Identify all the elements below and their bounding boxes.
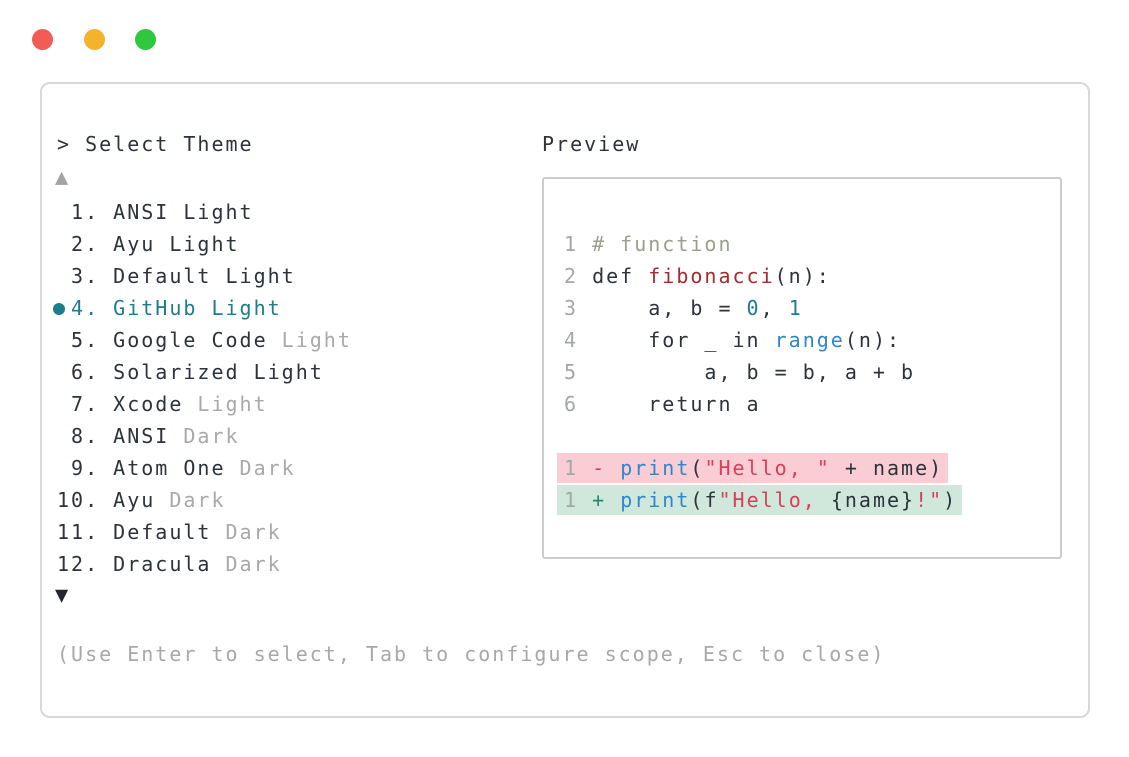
- item-number: 12.: [57, 552, 114, 576]
- scroll-down-icon[interactable]: ▼: [55, 583, 69, 608]
- zoom-button[interactable]: [135, 29, 157, 50]
- code-token: 0: [746, 296, 761, 320]
- item-number: 6.: [57, 360, 114, 384]
- code-token: a, b = b, a + b: [592, 360, 916, 384]
- item-suffix: Light: [183, 392, 268, 416]
- theme-item-ayu[interactable]: 10. Ayu Dark: [57, 484, 352, 516]
- code-token: print: [620, 488, 691, 512]
- theme-picker-panel: > Select Theme Preview ▲ 1. ANSI Light 2…: [40, 82, 1090, 718]
- code-token: # function: [592, 232, 733, 256]
- item-number: 5.: [57, 328, 114, 352]
- item-name: Default Light: [113, 264, 296, 288]
- item-suffix: Dark: [211, 520, 282, 544]
- theme-item-ansi-light[interactable]: 1. ANSI Light: [57, 196, 352, 228]
- close-button[interactable]: [32, 29, 53, 50]
- item-name: Xcode: [113, 392, 184, 416]
- line-number: 6: [564, 392, 593, 416]
- item-name: Ayu Light: [113, 232, 240, 256]
- theme-item-atom-one[interactable]: 9. Atom One Dark: [57, 452, 352, 484]
- item-number: 7.: [57, 392, 114, 416]
- code-line-2: 2 def fibonacci(n):: [564, 260, 1060, 292]
- code-token: (n):: [774, 264, 831, 288]
- item-name: Google Code: [113, 328, 268, 352]
- code-token: -: [592, 456, 621, 480]
- line-number: 5: [564, 360, 593, 384]
- code-token: ): [943, 488, 958, 512]
- select-theme-prompt: > Select Theme: [57, 132, 254, 156]
- item-suffix: Light: [267, 328, 352, 352]
- item-name: Default: [113, 520, 212, 544]
- code-token: + name): [830, 456, 944, 480]
- diff-line-added: 1 + print(f"Hello, {name}!"): [557, 484, 1060, 516]
- item-name: ANSI: [113, 424, 170, 448]
- code-token: def: [592, 264, 649, 288]
- code-line-6: 6 return a: [564, 388, 1060, 420]
- item-number: 10.: [57, 488, 114, 512]
- code-token: return a: [592, 392, 761, 416]
- item-number: 1.: [57, 200, 114, 224]
- theme-item-default[interactable]: 11. Default Dark: [57, 516, 352, 548]
- code-token: (: [690, 456, 705, 480]
- line-number: 1: [564, 456, 593, 480]
- code-token: a, b =: [592, 296, 747, 320]
- window-controls: [32, 29, 177, 54]
- theme-item-google-code[interactable]: 5. Google Code Light: [57, 324, 352, 356]
- preview-label: Preview: [542, 132, 641, 156]
- selected-item-bullet: [53, 303, 65, 315]
- theme-item-github-light[interactable]: 4. GitHub Light: [57, 292, 352, 324]
- theme-item-dracula[interactable]: 12. Dracula Dark: [57, 548, 352, 580]
- code-token: "Hello,: [718, 488, 831, 512]
- scroll-up-icon[interactable]: ▲: [55, 165, 69, 190]
- item-name: GitHub Light: [113, 296, 282, 320]
- code-token: ,: [760, 296, 789, 320]
- line-number: 2: [564, 264, 593, 288]
- line-number: 1: [564, 488, 593, 512]
- item-number: 2.: [57, 232, 114, 256]
- help-text: (Use Enter to select, Tab to configure s…: [57, 642, 886, 666]
- item-number: 9.: [57, 456, 114, 480]
- line-number: 3: [564, 296, 593, 320]
- item-suffix: Dark: [225, 456, 296, 480]
- code-token: 1: [788, 296, 803, 320]
- item-name: Ayu: [113, 488, 156, 512]
- code-token: range: [774, 328, 845, 352]
- code-token: fibonacci: [648, 264, 775, 288]
- item-number: 4.: [57, 296, 114, 320]
- code-token: (f: [690, 488, 719, 512]
- code-line-1: 1 # function: [564, 228, 1060, 260]
- code-line-3: 3 a, b = 0, 1: [564, 292, 1060, 324]
- theme-item-ayu-light[interactable]: 2. Ayu Light: [57, 228, 352, 260]
- code-line-blank: [564, 420, 1060, 452]
- code-line-4: 4 for _ in range(n):: [564, 324, 1060, 356]
- code-token: (n):: [844, 328, 902, 352]
- item-suffix: Dark: [211, 552, 282, 576]
- code-token: +: [592, 488, 621, 512]
- theme-item-solarized-light[interactable]: 6. Solarized Light: [57, 356, 352, 388]
- item-number: 11.: [57, 520, 114, 544]
- theme-item-default-light[interactable]: 3. Default Light: [57, 260, 352, 292]
- code-token: "Hello, ": [704, 456, 831, 480]
- theme-item-ansi[interactable]: 8. ANSI Dark: [57, 420, 352, 452]
- item-name: Dracula: [113, 552, 212, 576]
- theme-list: 1. ANSI Light 2. Ayu Light 3. Default Li…: [57, 196, 352, 580]
- item-number: 3.: [57, 264, 114, 288]
- code-token: !": [915, 488, 944, 512]
- theme-item-xcode[interactable]: 7. Xcode Light: [57, 388, 352, 420]
- diff-line-removed: 1 - print("Hello, " + name): [557, 452, 1060, 484]
- item-name: ANSI Light: [113, 200, 254, 224]
- code-token: {name}: [830, 488, 916, 512]
- item-suffix: Dark: [155, 488, 226, 512]
- line-number: 4: [564, 328, 593, 352]
- code-line-5: 5 a, b = b, a + b: [564, 356, 1060, 388]
- item-suffix: Dark: [169, 424, 240, 448]
- code-token: for _ in: [592, 328, 775, 352]
- item-name: Atom One: [113, 456, 226, 480]
- line-number: 1: [564, 232, 593, 256]
- code-token: print: [620, 456, 691, 480]
- item-number: 8.: [57, 424, 114, 448]
- minimize-button[interactable]: [83, 29, 105, 50]
- item-name: Solarized Light: [113, 360, 324, 384]
